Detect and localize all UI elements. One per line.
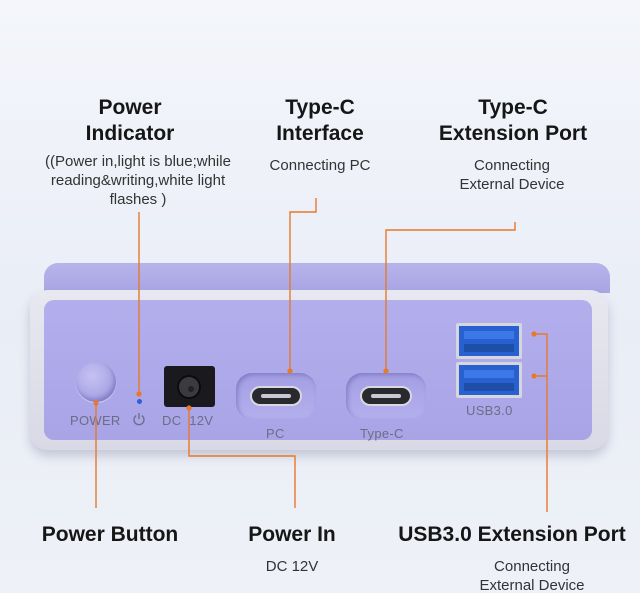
typec-extension-desc-line2: External Device [459, 176, 565, 193]
usb3-extension-desc-line1: Connecting [494, 558, 570, 575]
typec-extension-port-tongue [371, 394, 401, 398]
leader-dot-typec-extension [383, 368, 389, 374]
power-in-title: Power In [248, 523, 336, 546]
typec-extension-port-recess [346, 373, 426, 419]
power-indicator-title-line2: Indicator [85, 122, 175, 145]
usb3-extension-title: USB3.0 Extension Port [398, 523, 626, 546]
typec-extension-title-line1: Type-C [478, 96, 548, 119]
leader-dot-power-indicator [136, 391, 142, 397]
typec-extension-title: Type-C Extension Port [424, 95, 602, 147]
leader-dot-power-in [186, 405, 192, 411]
dc-jack-pin [188, 386, 194, 392]
typec-extension-port-label: Type-C [360, 426, 404, 441]
power-in-description: DC 12V [265, 558, 319, 575]
typec-extension-desc-line1: Connecting [474, 157, 550, 174]
power-indicator-led [137, 399, 142, 404]
dc-power-jack[interactable] [164, 366, 215, 407]
power-button[interactable] [76, 362, 116, 402]
leader-endpoints [93, 331, 537, 411]
dc-jack-ring [177, 375, 201, 399]
power-indicator-description: ((Power in,light is blue;while reading&w… [20, 152, 256, 209]
power-button-title: Power Button [41, 523, 179, 546]
power-button-label: POWER [70, 413, 121, 428]
usb3-port-lower[interactable] [456, 362, 522, 398]
usb3-port-lower-contacts [464, 370, 514, 378]
leader-line-group [95, 198, 548, 512]
typec-interface-title-line1: Type-C [285, 96, 355, 119]
usb3-port-label: USB3.0 [466, 403, 513, 418]
typec-extension-description: Connecting External Device [426, 156, 598, 194]
typec-extension-title-line2: Extension Port [438, 122, 588, 145]
leader-dot-usb3-lower [531, 373, 537, 379]
leader-dot-usb3-upper [531, 331, 537, 337]
leader-line-typec-interface [289, 198, 317, 371]
leader-line-typec-extension [385, 222, 516, 371]
usb3-port-lower-tongue [464, 383, 514, 391]
power-indicator-title-line1: Power [98, 96, 162, 119]
power-indicator-desc-line1: ((Power in,light is blue;while [45, 153, 231, 170]
typec-pc-port[interactable] [250, 386, 302, 406]
typec-extension-port[interactable] [360, 386, 412, 406]
usb3-port-upper-tongue [464, 344, 514, 352]
power-indicator-desc-line3: flashes ) [109, 191, 167, 208]
leader-dot-power-button [93, 400, 99, 406]
usb3-extension-desc-line2: External Device [479, 577, 585, 593]
usb3-port-upper[interactable] [456, 323, 522, 359]
usb3-extension-description: Connecting External Device [444, 557, 620, 593]
typec-interface-description: Connecting PC [269, 157, 371, 174]
dc-jack-label: DC 12V [162, 413, 214, 428]
leader-line-usb3-extension [534, 333, 548, 512]
leader-line-power-in [188, 408, 296, 508]
typec-pc-port-recess [236, 373, 316, 419]
usb3-port-upper-contacts [464, 331, 514, 339]
power-indicator-desc-line2: reading&writing,white light [50, 172, 226, 189]
leader-dot-typec-interface [287, 368, 293, 374]
typec-interface-title-line2: Interface [276, 122, 364, 145]
power-indicator-title: Power Indicator [60, 95, 200, 147]
power-symbol-icon [133, 413, 145, 426]
typec-interface-title: Type-C Interface [248, 95, 392, 147]
typec-pc-port-label: PC [266, 426, 285, 441]
typec-pc-port-tongue [261, 394, 291, 398]
